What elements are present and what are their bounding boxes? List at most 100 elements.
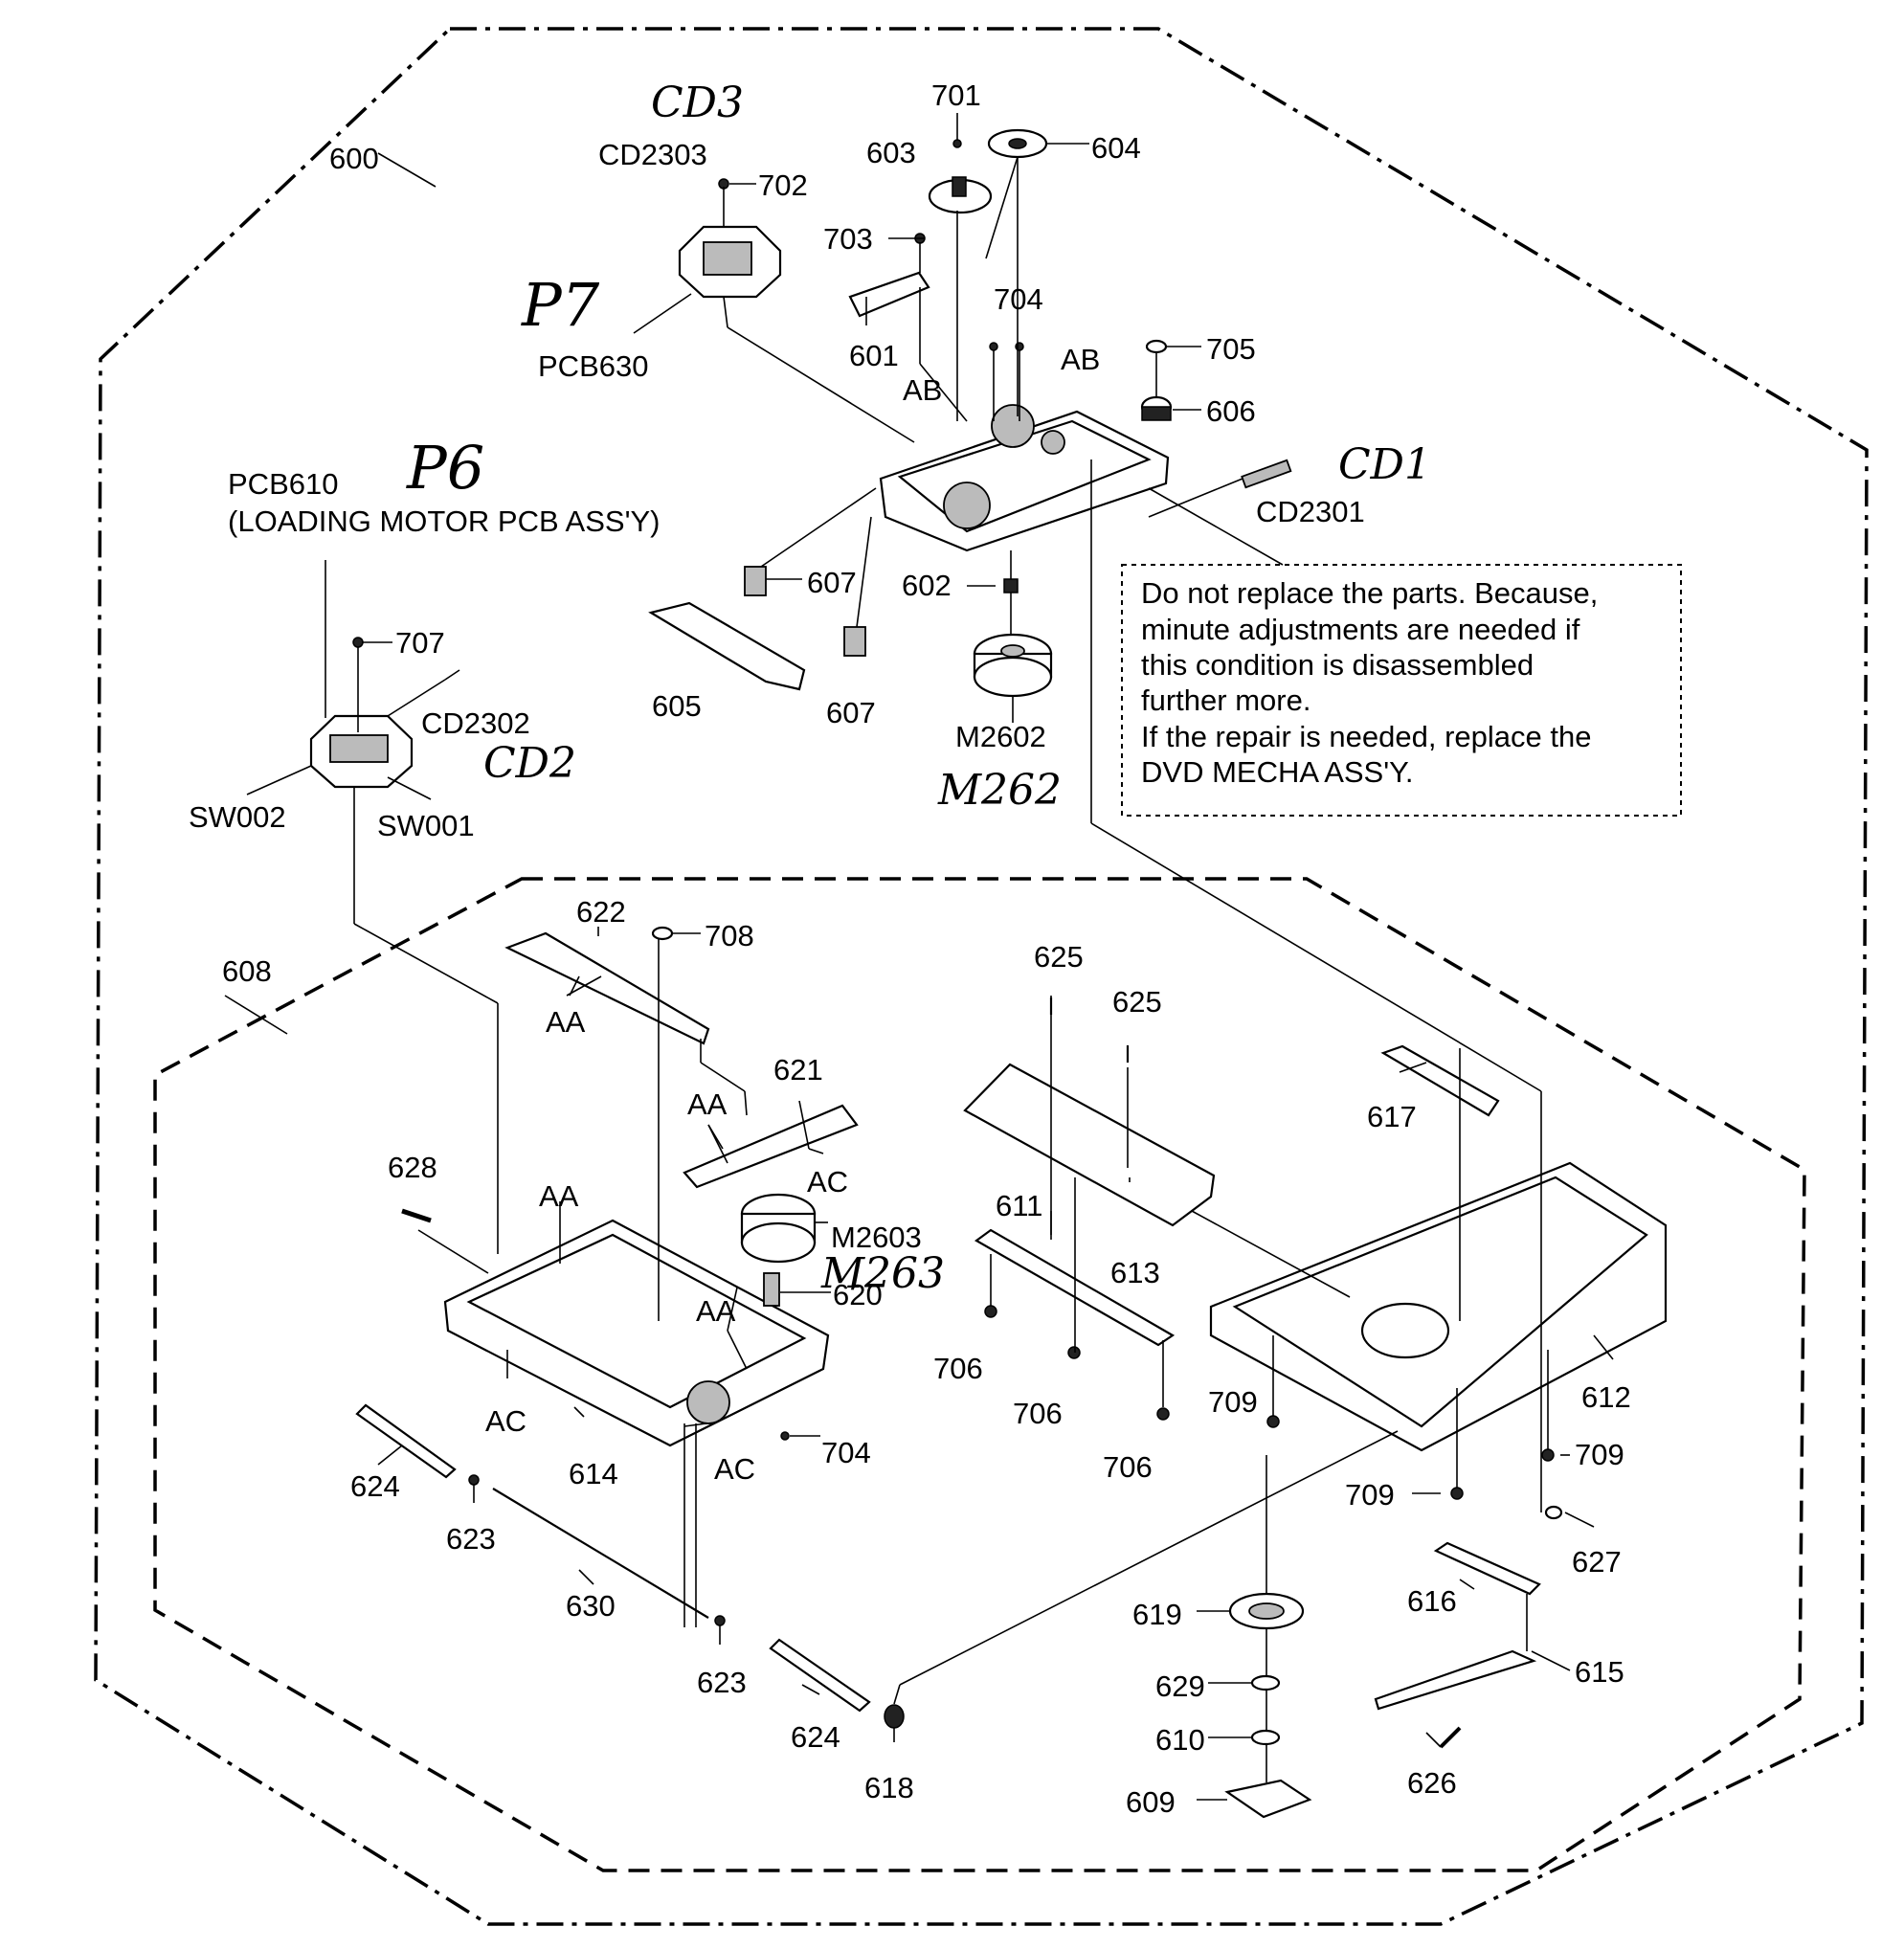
part-609-plate bbox=[1224, 1779, 1312, 1819]
label-ab-2: AB bbox=[1061, 343, 1100, 376]
handwritten-annotations: CD3 P7 P6 CD1 CD2 M262 M263 bbox=[406, 78, 1431, 1298]
label-611: 611 bbox=[996, 1189, 1042, 1222]
label-624-b: 624 bbox=[791, 1720, 840, 1754]
label-630: 630 bbox=[566, 1589, 616, 1623]
label-624-a: 624 bbox=[350, 1469, 400, 1503]
label-709-b: 709 bbox=[1345, 1478, 1395, 1512]
pcb610-board bbox=[309, 714, 414, 789]
label-607-a: 607 bbox=[807, 566, 857, 599]
label-aa-3: AA bbox=[539, 1179, 579, 1213]
label-701: 701 bbox=[931, 78, 981, 112]
label-625-b: 625 bbox=[1112, 985, 1162, 1019]
part-623-clip-right bbox=[714, 1615, 726, 1626]
part-627-spring bbox=[1544, 1505, 1563, 1520]
label-m2602: M2602 bbox=[955, 720, 1046, 753]
label-pcb610: PCB610 bbox=[228, 467, 338, 501]
label-707: 707 bbox=[395, 626, 445, 660]
label-aa-4: AA bbox=[696, 1294, 736, 1328]
label-706-a: 706 bbox=[933, 1352, 983, 1385]
label-608: 608 bbox=[222, 954, 272, 988]
ac-gear bbox=[686, 1380, 730, 1424]
part-621-slider bbox=[683, 1104, 859, 1189]
screw-706c bbox=[1156, 1407, 1170, 1421]
part-604-disc bbox=[987, 128, 1048, 159]
label-629: 629 bbox=[1155, 1669, 1205, 1703]
label-ac-1: AC bbox=[807, 1165, 848, 1199]
label-703: 703 bbox=[823, 222, 873, 256]
label-708: 708 bbox=[705, 919, 754, 952]
part-606-bushing bbox=[1140, 395, 1173, 421]
note-line-3: this condition is disassembled bbox=[1141, 648, 1534, 682]
label-ac-2: AC bbox=[485, 1404, 526, 1438]
label-623-b: 623 bbox=[697, 1666, 747, 1699]
label-ac-3: AC bbox=[714, 1452, 755, 1486]
label-605: 605 bbox=[652, 689, 702, 723]
part-607-spring-left bbox=[744, 566, 767, 596]
label-623-a: 623 bbox=[446, 1522, 496, 1556]
label-pcb610-sub: (LOADING MOTOR PCB ASS'Y) bbox=[228, 504, 660, 538]
label-616: 616 bbox=[1407, 1584, 1457, 1618]
part-623-clip-left bbox=[468, 1474, 480, 1486]
label-706-b: 706 bbox=[1013, 1397, 1063, 1430]
label-702: 702 bbox=[758, 168, 808, 202]
inner-assembly-boundary bbox=[153, 877, 1806, 1872]
label-622: 622 bbox=[576, 895, 626, 929]
cd2301-flat-cable bbox=[1241, 459, 1292, 489]
label-705: 705 bbox=[1206, 332, 1256, 366]
main-mechanism-chassis bbox=[879, 404, 1170, 552]
label-ab-1: AB bbox=[903, 373, 942, 407]
screw-704a bbox=[989, 342, 998, 351]
label-614: 614 bbox=[569, 1457, 618, 1490]
handwritten-m262: M262 bbox=[937, 766, 1062, 815]
part-618-gear bbox=[884, 1704, 905, 1729]
leader-lines bbox=[224, 113, 1614, 1801]
screw-704c bbox=[780, 1431, 790, 1441]
label-sw001: SW001 bbox=[377, 809, 475, 842]
handwritten-p7: P7 bbox=[521, 270, 600, 340]
part-624-shaft-left bbox=[355, 1403, 457, 1479]
part-607-spring-right bbox=[843, 626, 866, 657]
handwritten-cd1: CD1 bbox=[1338, 440, 1431, 489]
label-617: 617 bbox=[1367, 1100, 1417, 1133]
label-cd2301: CD2301 bbox=[1256, 495, 1365, 528]
label-601: 601 bbox=[849, 339, 899, 372]
screw-701 bbox=[952, 139, 962, 148]
screw-709a bbox=[1266, 1415, 1280, 1428]
label-625-a: 625 bbox=[1034, 940, 1084, 974]
part-620-worm-gear bbox=[763, 1272, 780, 1307]
label-612: 612 bbox=[1581, 1380, 1631, 1414]
screw-705 bbox=[1145, 339, 1168, 354]
part-616-arm bbox=[1433, 1541, 1541, 1596]
label-603: 603 bbox=[866, 136, 916, 169]
screw-709b bbox=[1450, 1487, 1464, 1500]
part-613-tray bbox=[963, 1063, 1216, 1227]
screw-706a bbox=[984, 1305, 997, 1318]
label-619: 619 bbox=[1132, 1598, 1182, 1631]
label-602: 602 bbox=[902, 569, 952, 602]
note-line-1: Do not replace the parts. Because, bbox=[1141, 576, 1598, 610]
label-604: 604 bbox=[1091, 131, 1141, 165]
note-line-2: minute adjustments are needed if bbox=[1141, 613, 1580, 646]
handwritten-p6: P6 bbox=[406, 433, 484, 503]
part-601-bracket bbox=[848, 271, 930, 318]
label-sw002: SW002 bbox=[189, 800, 286, 834]
label-704-a: 704 bbox=[994, 282, 1043, 316]
label-615: 615 bbox=[1575, 1655, 1624, 1689]
part-614-loading-unit bbox=[443, 1219, 830, 1447]
handwritten-m263: M263 bbox=[820, 1249, 945, 1298]
part-610-washer bbox=[1250, 1729, 1281, 1746]
label-aa-1: AA bbox=[546, 1005, 586, 1039]
part-612-chassis bbox=[1209, 1161, 1668, 1452]
part-628-spring bbox=[401, 1208, 432, 1223]
part-629-washer bbox=[1250, 1674, 1281, 1691]
part-624-shaft-right bbox=[769, 1638, 871, 1713]
label-704-c: 704 bbox=[821, 1436, 871, 1469]
label-cd2302: CD2302 bbox=[421, 706, 530, 740]
label-m2603: M2603 bbox=[831, 1221, 922, 1254]
part-630-rod bbox=[492, 1488, 709, 1619]
label-621: 621 bbox=[773, 1053, 823, 1087]
label-628: 628 bbox=[388, 1151, 437, 1184]
part-619-pulley bbox=[1228, 1592, 1305, 1630]
part-626-spring bbox=[1439, 1726, 1462, 1749]
